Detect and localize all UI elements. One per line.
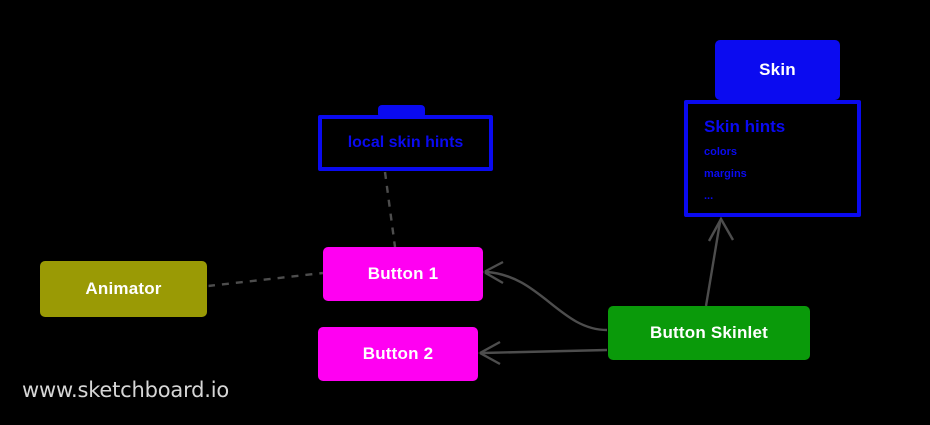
node-skin-label: Skin	[759, 60, 796, 79]
edge-skinlet-to-button1	[485, 270, 608, 332]
node-local-skin-hints[interactable]: local skin hints	[318, 115, 493, 171]
node-skin[interactable]: Skin	[715, 40, 840, 100]
node-button1-label: Button 1	[367, 264, 439, 283]
node-skin-hints-item-ellipsis: ...	[704, 189, 714, 202]
node-animator-label: Animator	[85, 279, 162, 298]
node-skin-hints-title: Skin hints	[704, 117, 786, 136]
node-skin-hints-item-colors: colors	[704, 145, 738, 158]
edge-skinlet-to-skinhints	[704, 221, 722, 307]
node-button-skinlet[interactable]: Button Skinlet	[608, 306, 810, 360]
node-button1[interactable]: Button 1	[323, 247, 483, 301]
arrowhead-button1	[481, 260, 504, 285]
note-tab-flag-icon	[378, 105, 425, 118]
node-animator[interactable]: Animator	[40, 261, 207, 317]
node-button2-label: Button 2	[362, 344, 434, 363]
edge-localskinhints-to-button1	[383, 171, 397, 248]
arrowhead-button2	[477, 340, 501, 366]
node-skin-hints-item-margins: margins	[704, 167, 747, 180]
node-skin-hints[interactable]: Skin hints colors margins ...	[684, 100, 861, 217]
watermark: www.sketchboard.io	[22, 378, 230, 402]
node-local-skin-hints-label: local skin hints	[347, 134, 464, 151]
node-button-skinlet-label: Button Skinlet	[649, 323, 768, 342]
arrowhead-skinhints	[707, 216, 735, 242]
node-button2[interactable]: Button 2	[318, 327, 478, 381]
edge-animator-to-button1	[207, 271, 324, 288]
edge-skinlet-to-button2	[481, 348, 608, 355]
